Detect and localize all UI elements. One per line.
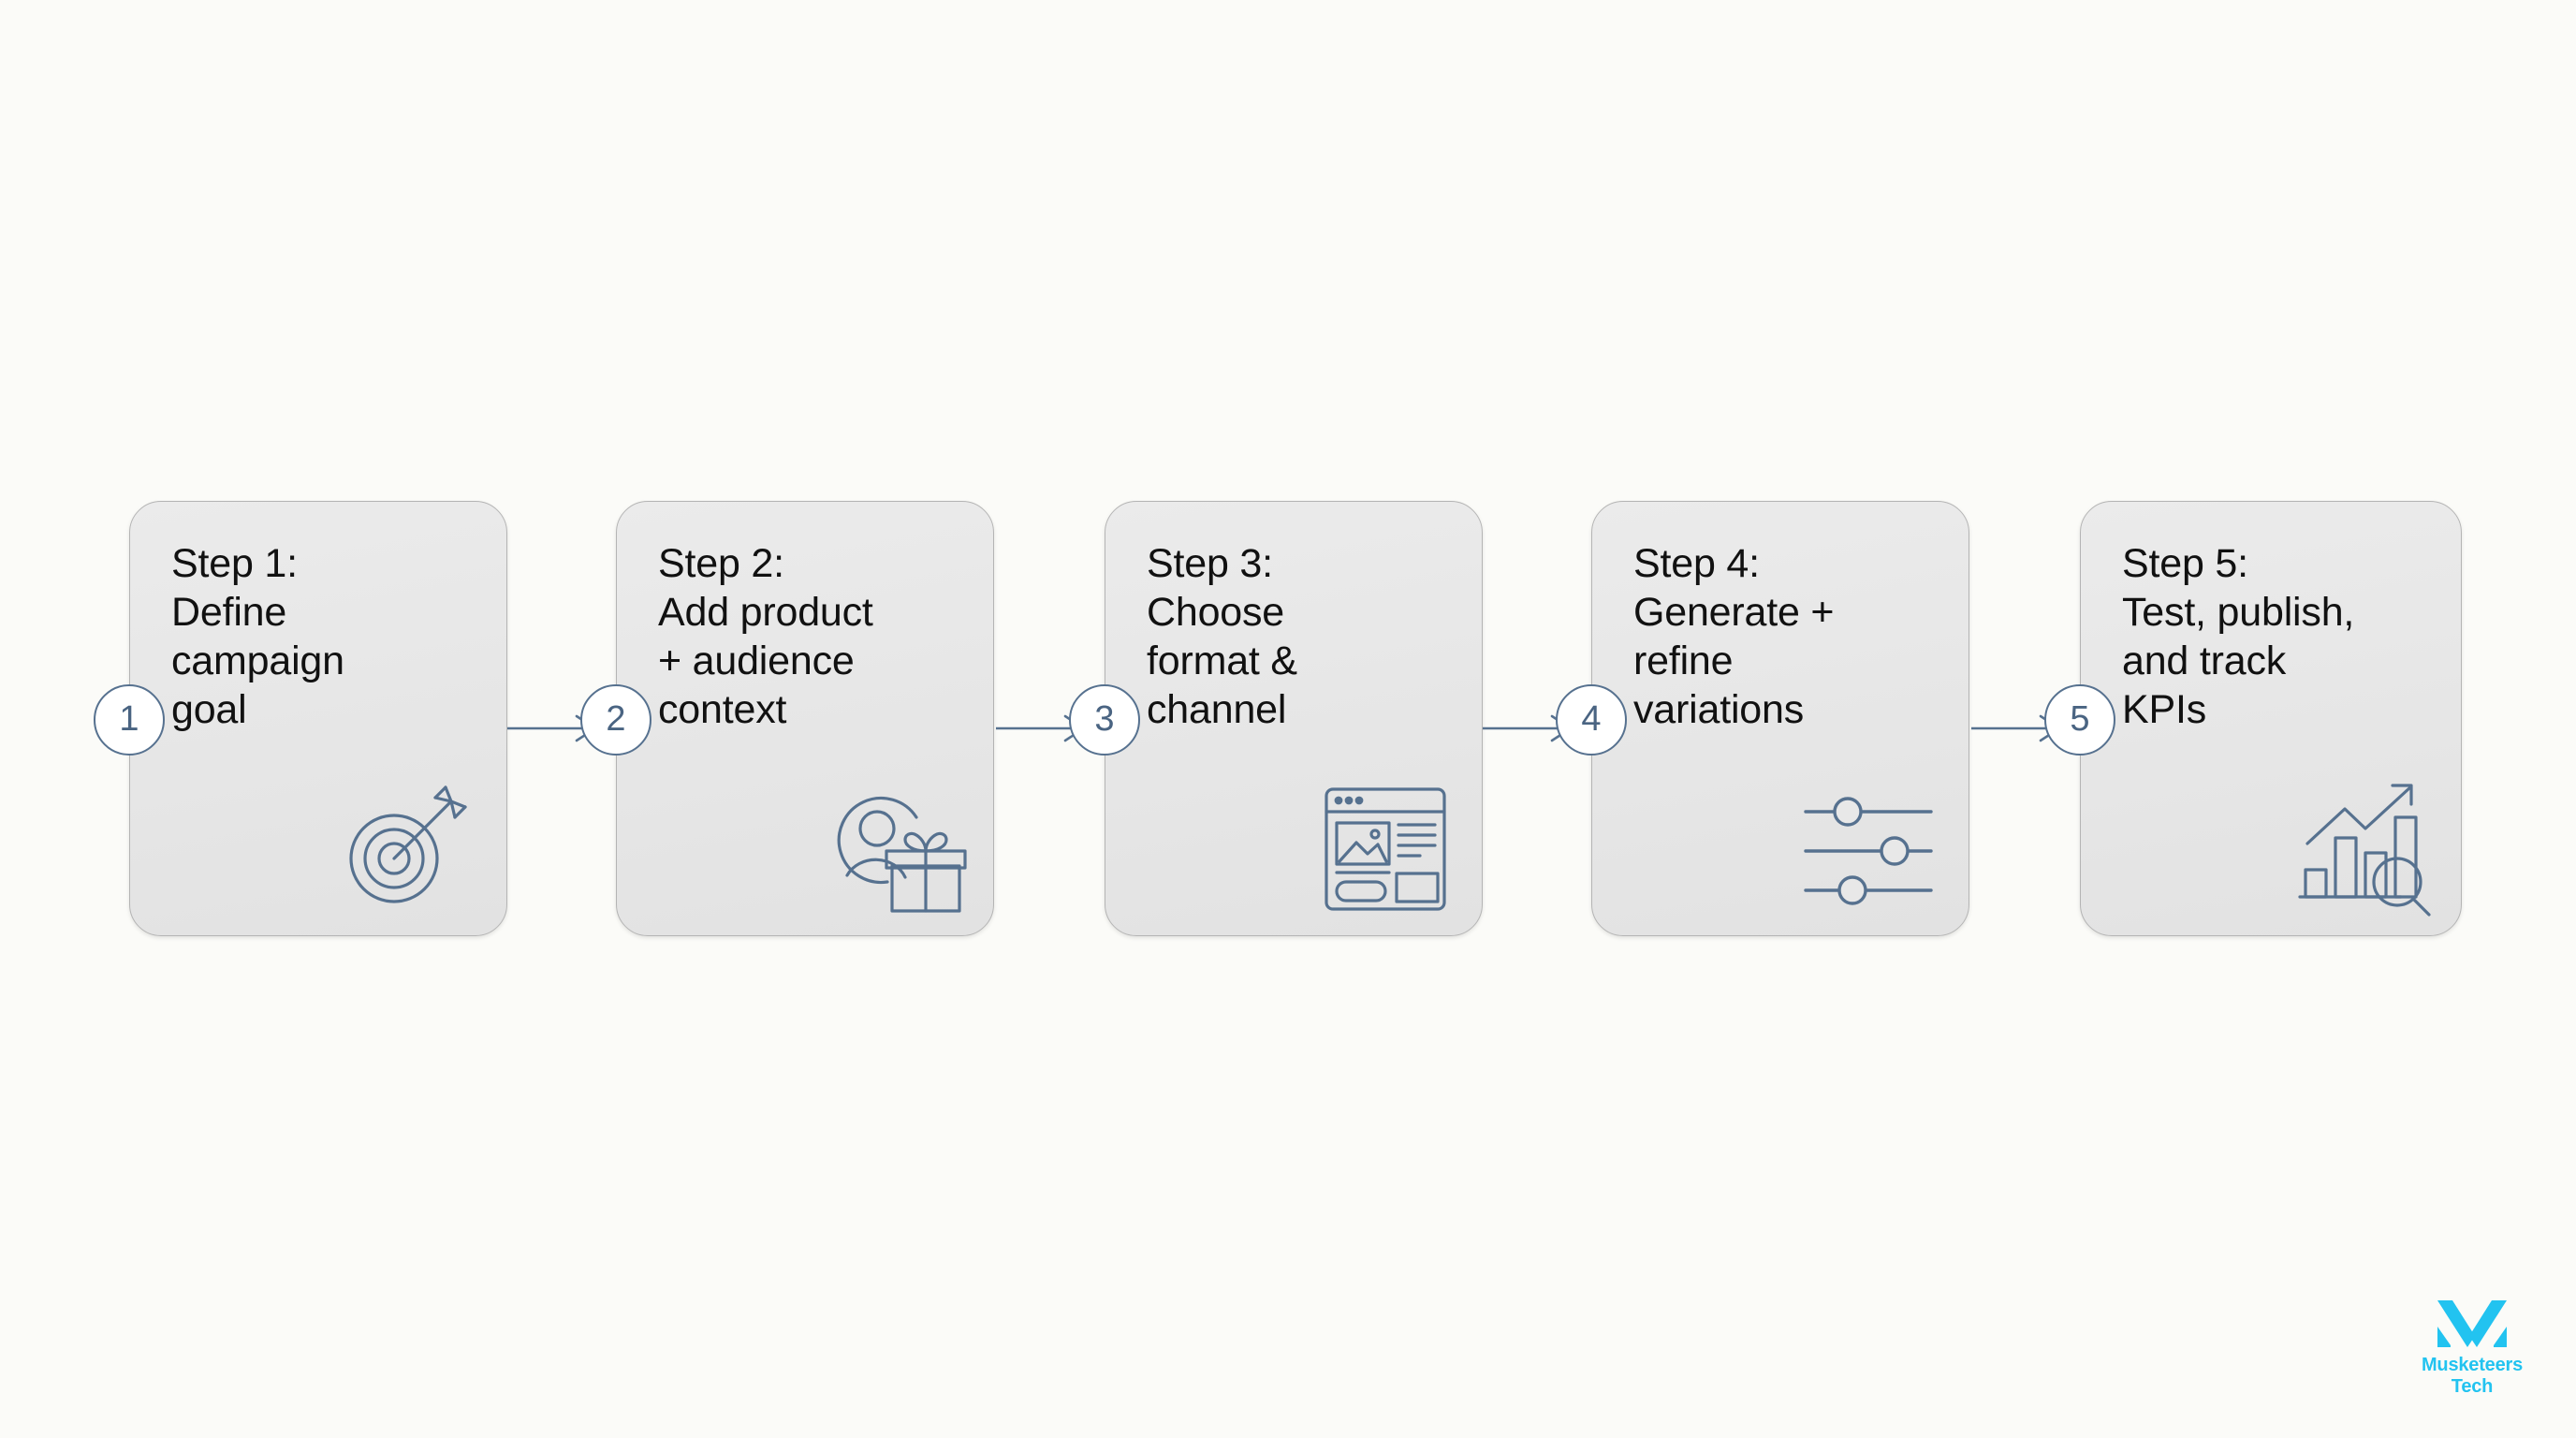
step-number-1: 1 <box>119 699 139 739</box>
musketeers-m-logo-icon <box>2437 1300 2507 1348</box>
step-card-1-title: Step 1: Define campaign goal <box>171 541 344 733</box>
step-card-2-title: Step 2: Add product + audience context <box>658 541 873 733</box>
step-number-3: 3 <box>1094 699 1115 739</box>
step-number-badge-2[interactable]: 2 <box>580 684 651 756</box>
audience-gift-icon <box>819 776 969 917</box>
step-card-3-title: Step 3: Choose format & channel <box>1147 541 1297 733</box>
step-card-3[interactable]: Step 3: Choose format & channel <box>1105 501 1483 936</box>
step-card-5[interactable]: Step 5: Test, publish, and track KPIs <box>2080 501 2462 936</box>
step-number-badge-4[interactable]: 4 <box>1556 684 1627 756</box>
step-number-4: 4 <box>1581 699 1602 739</box>
step-number-badge-1[interactable]: 1 <box>94 684 165 756</box>
step-card-1[interactable]: Step 1: Define campaign goal <box>129 501 507 936</box>
step-card-5-title: Step 5: Test, publish, and track KPIs <box>2122 541 2355 733</box>
step-number-badge-5[interactable]: 5 <box>2044 684 2115 756</box>
step-card-4-title: Step 4: Generate + refine variations <box>1633 541 1835 733</box>
step-card-4[interactable]: Step 4: Generate + refine variations <box>1591 501 1969 936</box>
brand-name: Musketeers Tech <box>2421 1355 2524 1397</box>
flow-row: Step 1: Define campaign goal <box>94 501 2462 936</box>
step-number-badge-3[interactable]: 3 <box>1069 684 1140 756</box>
step-card-2[interactable]: Step 2: Add product + audience context <box>616 501 994 936</box>
step-number-5: 5 <box>2070 699 2090 739</box>
sliders-icon <box>1794 776 1944 917</box>
target-arrow-icon <box>332 776 482 917</box>
brand-logo: Musketeers Tech <box>2402 1299 2542 1397</box>
chart-search-icon <box>2287 776 2437 917</box>
layout-browser-icon <box>1308 776 1457 917</box>
step-number-2: 2 <box>606 699 626 739</box>
